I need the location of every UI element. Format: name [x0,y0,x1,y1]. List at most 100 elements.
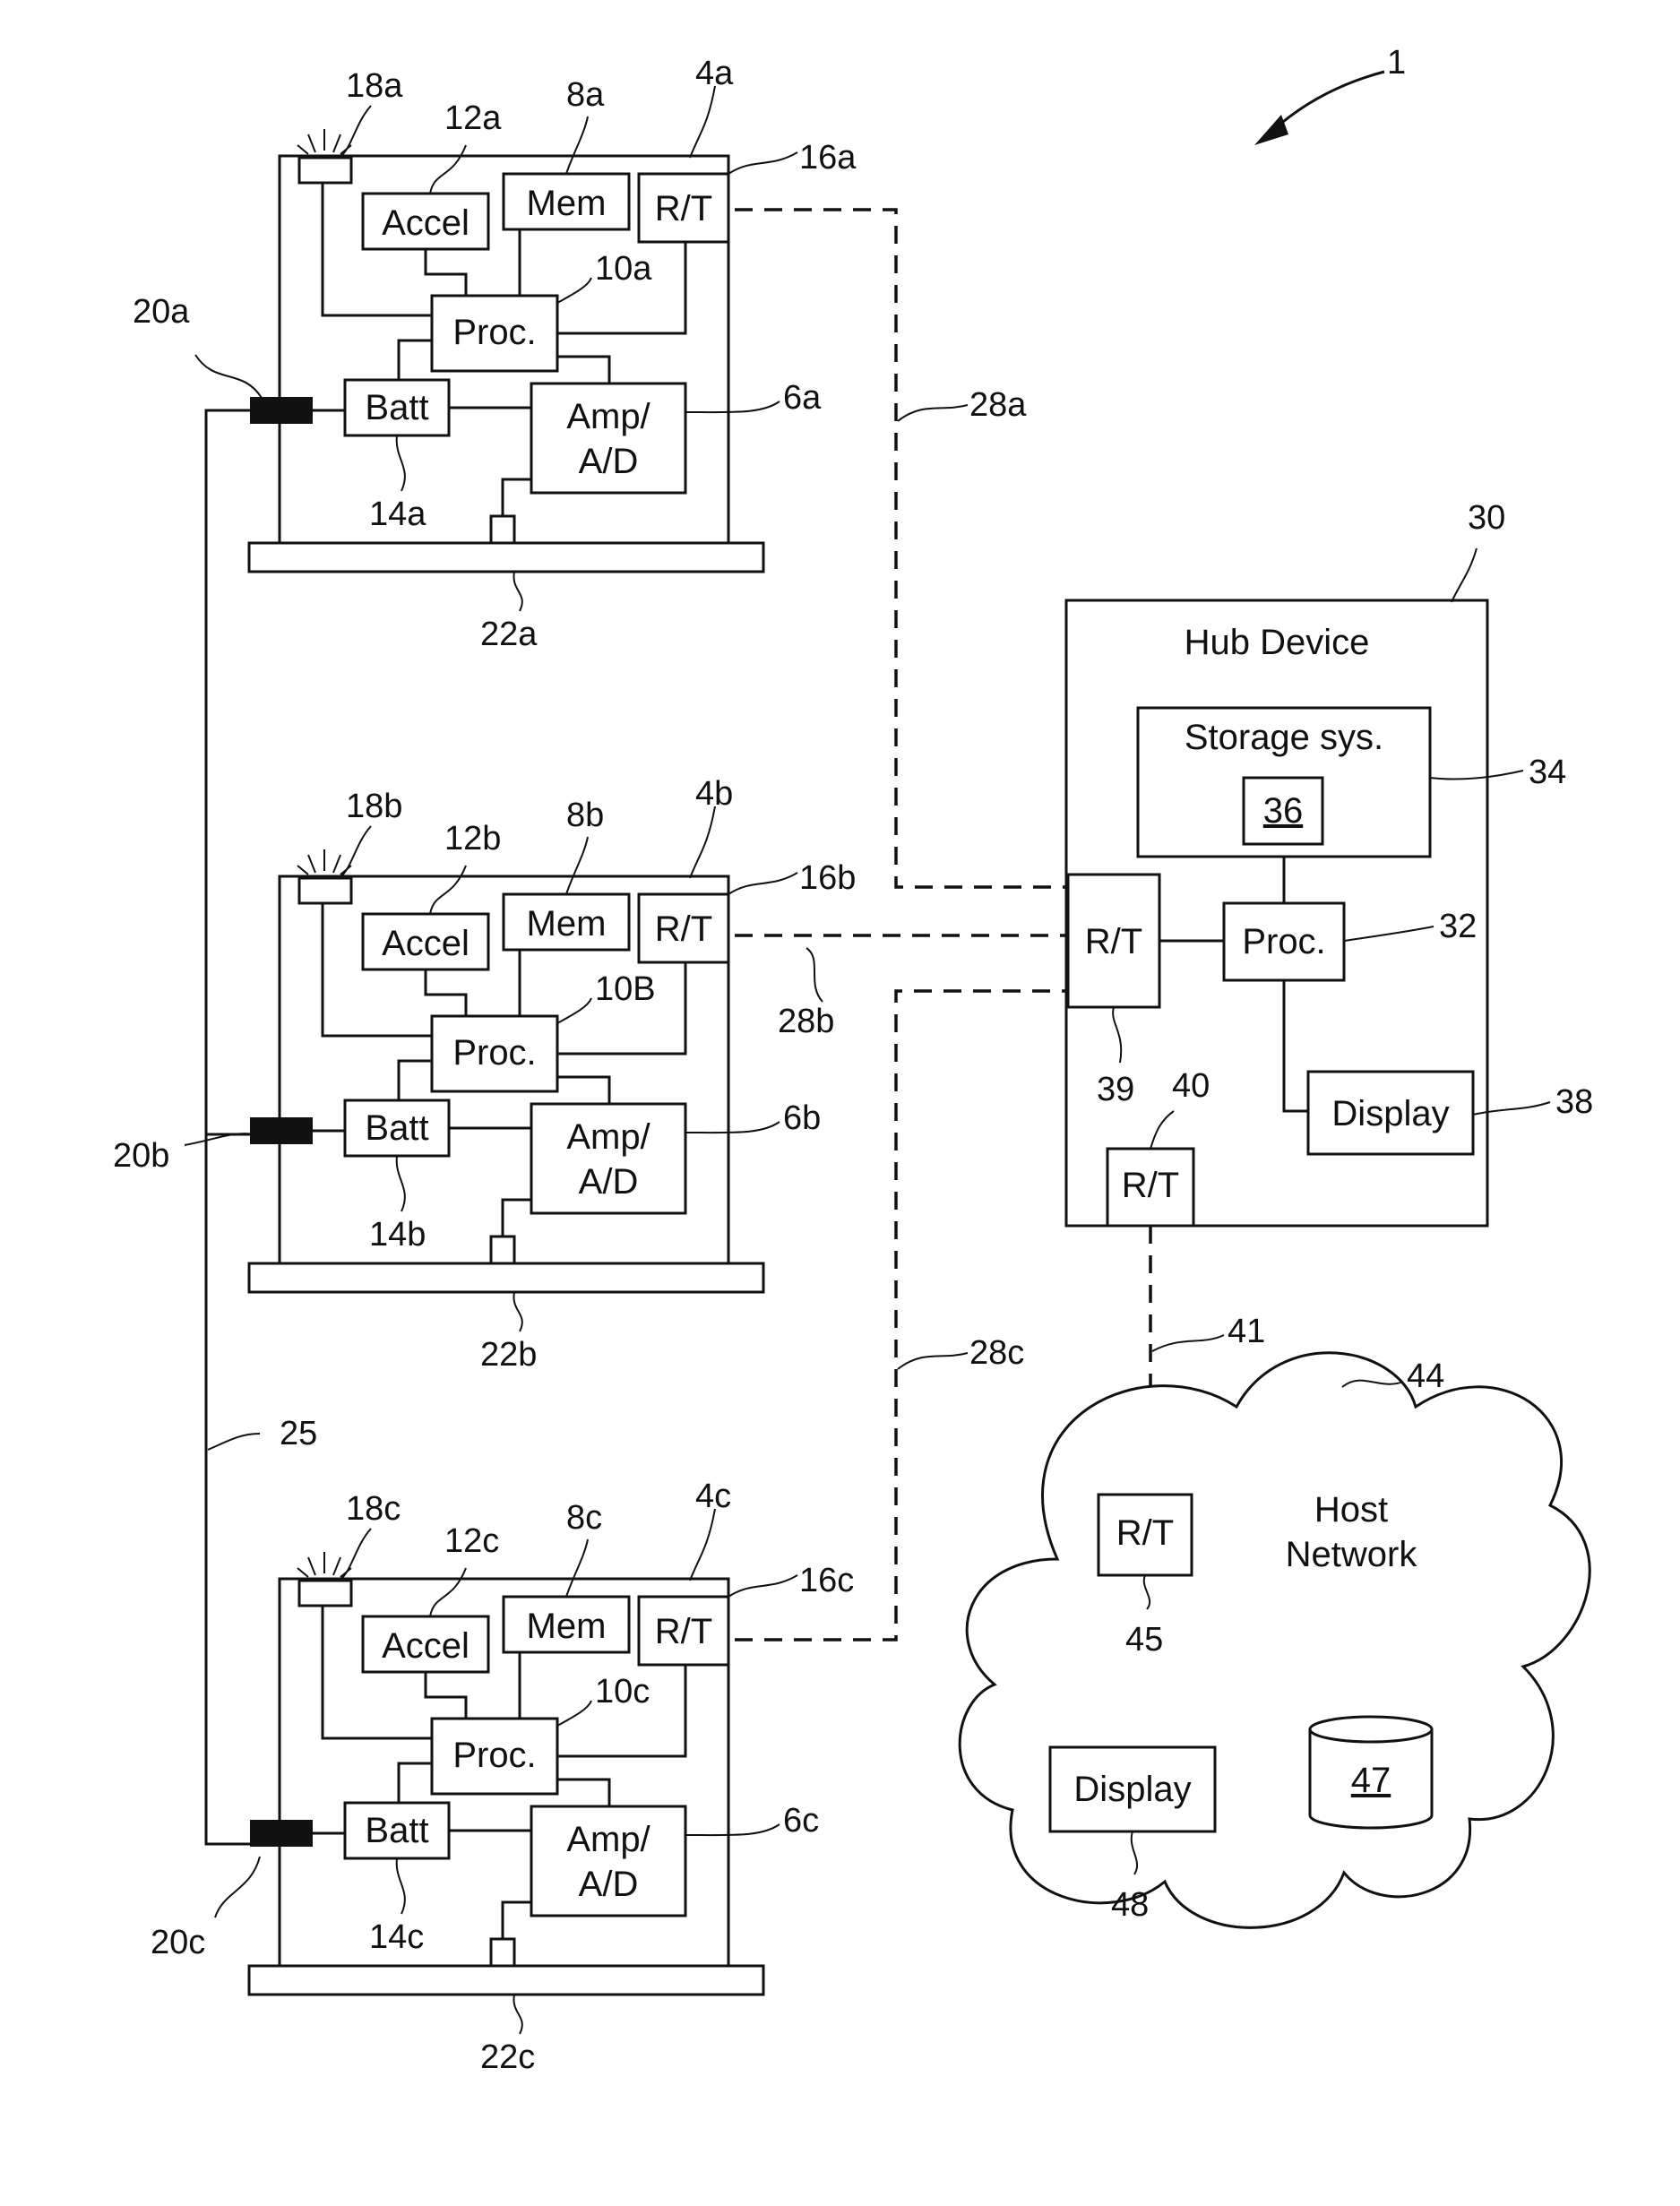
rt-label: R/T [655,1612,712,1651]
batt-ref: 14c [369,1918,424,1956]
amp-label-line2: A/D [579,1865,639,1904]
database-label: 47 [1351,1761,1391,1800]
host-network-cloud [960,1353,1590,1928]
base-ref: 22c [480,2038,535,2076]
connector-ref: 20b [113,1137,169,1175]
amp-ref-leader [685,401,780,412]
host-network: Host Network 44 R/T 45 Display 48 47 [960,1353,1590,1928]
amp-label-line1: Amp/ [566,1117,650,1157]
host-display-label: Display [1073,1770,1191,1809]
light-ray-icon [297,1552,351,1577]
host-title-line1: Host [1314,1490,1388,1530]
rt-ref-leader [728,873,797,894]
proc-ref-leader [557,998,591,1023]
light-ray-icon [297,129,351,154]
base-ref-leader [513,1995,521,2034]
accel-label: Accel [382,203,470,243]
light-ref-leader [339,1529,371,1581]
rt-ref-leader [728,1575,797,1597]
wire-ref: 25 [280,1415,317,1452]
unit-ref: 4c [695,1478,731,1515]
batt-ref: 14a [369,495,426,533]
base-stub [491,1939,514,1966]
base-ref-leader [513,1292,521,1331]
light-ref-leader [339,826,371,878]
proc-ref: 10c [595,1673,650,1711]
link-c [735,991,1066,1640]
rt-label: R/T [655,189,712,228]
base-ref: 22b [480,1336,537,1374]
batt-ref-leader [397,1156,405,1211]
accel-ref: 12c [444,1522,499,1560]
connector-ref-leader [195,355,262,398]
storage-label: Storage sys. [1185,718,1383,757]
wire-amp-base [503,1902,531,1939]
batt-ref-leader [397,435,405,491]
hub-display-ref: 38 [1555,1083,1593,1121]
host-link-ref-leader [1152,1335,1224,1351]
link-b-ref: 28b [778,1003,834,1040]
batt-label: Batt [365,388,428,427]
batt-label: Batt [365,1108,428,1148]
rt-ref: 16a [799,139,857,177]
wire-proc-batt [399,1763,432,1803]
interconnect-wire [206,410,251,1844]
mem-label: Mem [527,904,607,944]
batt-ref-leader [397,1858,405,1914]
light-ref: 18a [346,67,403,105]
figure-arrowhead [1254,115,1288,145]
mem-ref: 8a [566,76,605,114]
host-display-ref: 48 [1111,1886,1149,1924]
connector [251,398,312,423]
hub-rt2-ref: 40 [1172,1067,1210,1105]
rt-label: R/T [655,909,712,949]
connector [251,1821,312,1846]
amp-ref-leader [685,1824,780,1835]
amp-ref-leader [685,1122,780,1133]
mem-ref-leader [566,1539,588,1597]
wire-amp-base [503,1200,531,1237]
accel-ref: 12a [444,99,502,137]
link-a [735,210,1066,887]
batt-label: Batt [365,1811,428,1850]
amp-ref: 6a [783,379,822,417]
connector-ref: 20c [151,1924,205,1961]
proc-label: Proc. [452,313,536,352]
mem-ref: 8c [566,1499,602,1537]
accel-ref-leader [430,866,466,914]
host-rt-label: R/T [1116,1513,1174,1553]
host-link-ref: 41 [1228,1313,1265,1350]
hub-rt-label: R/T [1085,922,1142,961]
base-stub [491,1237,514,1263]
sensor-unit: AccelMemR/TProc.BattAmp/A/D4c18c12c8c16c… [249,1478,854,2076]
accel-ref: 12b [444,820,501,857]
hub-proc-label: Proc. [1242,922,1325,961]
host-ref: 44 [1407,1357,1444,1395]
base-plate [249,1263,763,1292]
connector [251,1118,312,1143]
base-plate [249,1966,763,1995]
wire-proc-amp [557,1779,609,1806]
accel-label: Accel [382,1626,470,1666]
connector-ref: 20a [133,293,190,331]
light-indicator [299,1581,351,1606]
base-plate [249,543,763,572]
wire-accel-proc [426,969,466,1016]
hub-device: Hub Device 30 Storage sys. 36 34 R/T 39 … [1066,499,1593,1226]
wire-amp-base [503,479,531,516]
figure-arrow [1271,72,1384,133]
light-ref-leader [339,106,371,158]
link-b-ref-leader [806,948,823,1002]
link-c-ref: 28c [969,1334,1024,1372]
wire-accel-proc [426,1672,466,1719]
light-ray-icon [297,849,351,875]
hub-rt2-label: R/T [1122,1166,1179,1205]
sensor-units: AccelMemR/TProc.BattAmp/A/D4a18a12a8a16a… [113,55,857,2076]
figure-number: 1 [1387,44,1406,82]
host-rt-ref: 45 [1125,1621,1163,1659]
base-ref: 22a [480,616,538,653]
amp-ref: 6c [783,1802,819,1840]
link-c-ref-leader [898,1353,968,1369]
light-indicator [299,158,351,183]
